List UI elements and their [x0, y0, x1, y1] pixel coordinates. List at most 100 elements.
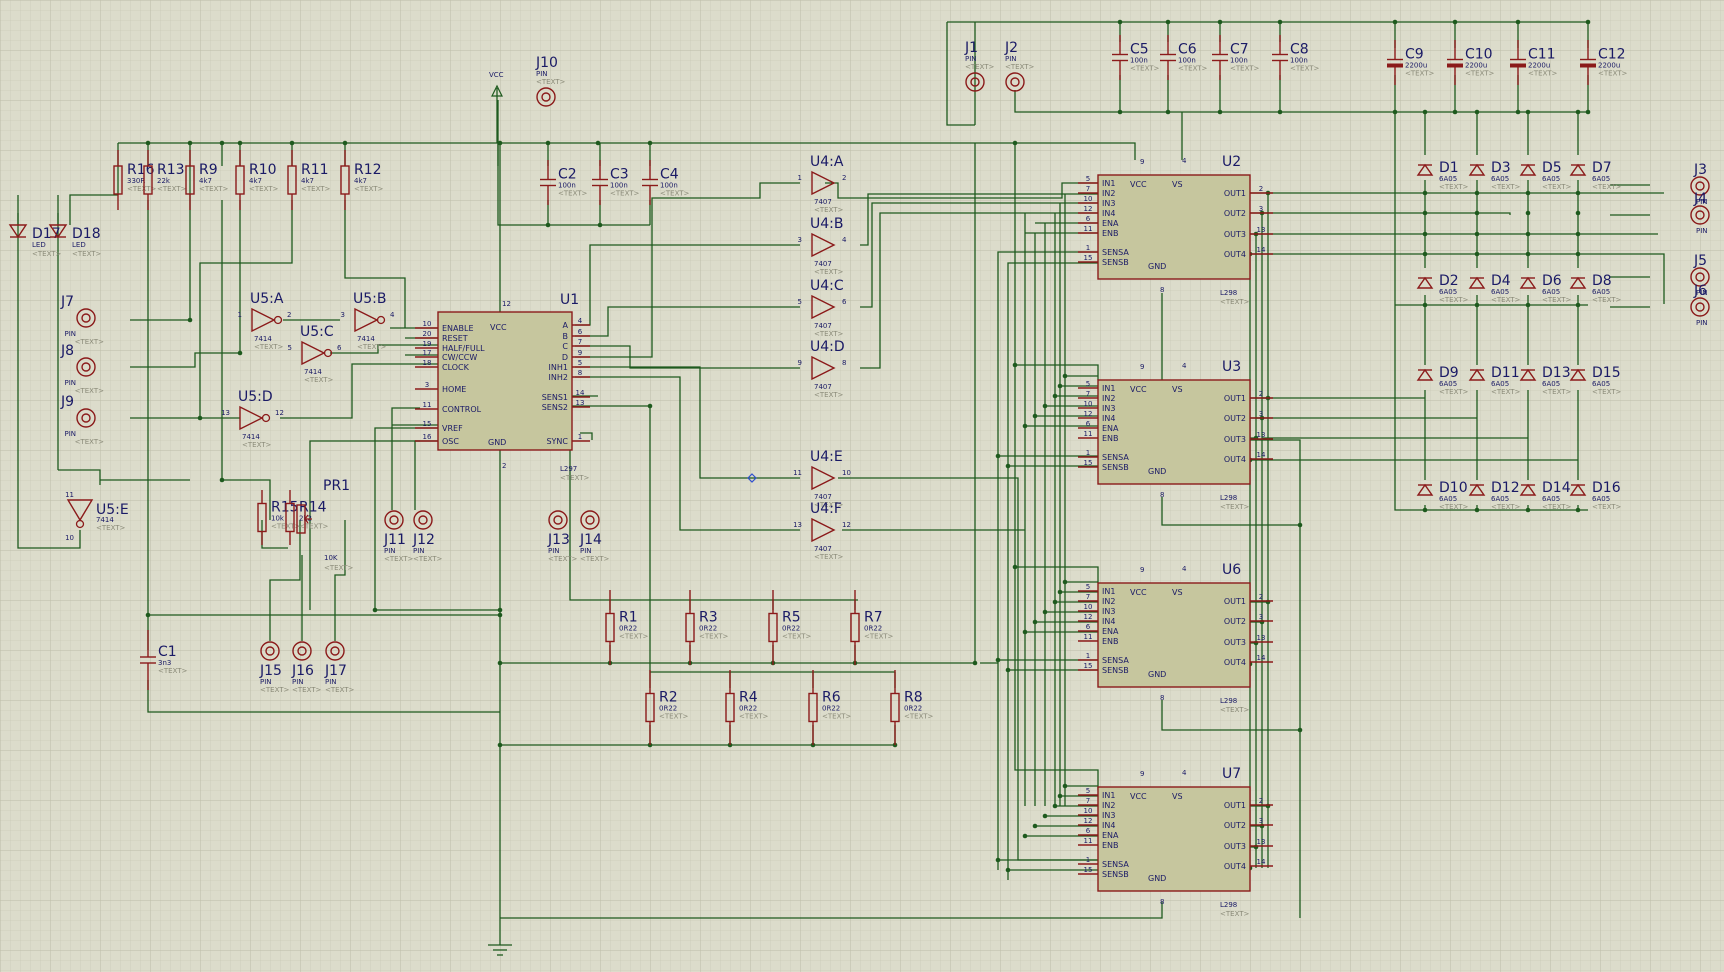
wire[interactable] [860, 193, 1098, 246]
wire[interactable] [309, 440, 438, 610]
wire[interactable] [1161, 497, 1300, 526]
wire[interactable] [575, 306, 800, 337]
components[interactable]: VCCR16330R<TEXT>R1322k<TEXT>R94k7<TEXT>R… [8, 35, 1710, 956]
wire[interactable] [569, 400, 858, 601]
ground-symbol[interactable] [488, 944, 512, 956]
wire[interactable] [130, 352, 240, 368]
wire[interactable] [575, 376, 800, 531]
wire[interactable] [1250, 253, 1665, 304]
wire[interactable] [860, 212, 1098, 369]
wire[interactable] [1161, 700, 1300, 731]
wire[interactable] [838, 477, 1098, 861]
wire[interactable] [997, 251, 1098, 870]
wire[interactable] [261, 520, 288, 549]
wire[interactable] [147, 680, 500, 713]
wire[interactable] [1262, 212, 1511, 215]
wire[interactable] [391, 407, 420, 510]
wire[interactable] [69, 194, 118, 225]
wire[interactable] [860, 202, 1098, 308]
wire[interactable] [946, 22, 975, 126]
wire[interactable] [222, 479, 271, 520]
wire[interactable] [334, 520, 346, 641]
wire[interactable] [374, 427, 500, 611]
wire[interactable] [1015, 566, 1099, 583]
wire[interactable] [344, 200, 406, 328]
probe-marker[interactable] [747, 473, 757, 483]
wire[interactable] [269, 520, 301, 641]
wire[interactable] [199, 200, 293, 418]
wire[interactable] [1007, 262, 1098, 880]
wire[interactable] [575, 366, 800, 479]
wire[interactable] [825, 182, 1098, 199]
wire[interactable] [280, 363, 438, 419]
wire[interactable] [575, 182, 800, 358]
